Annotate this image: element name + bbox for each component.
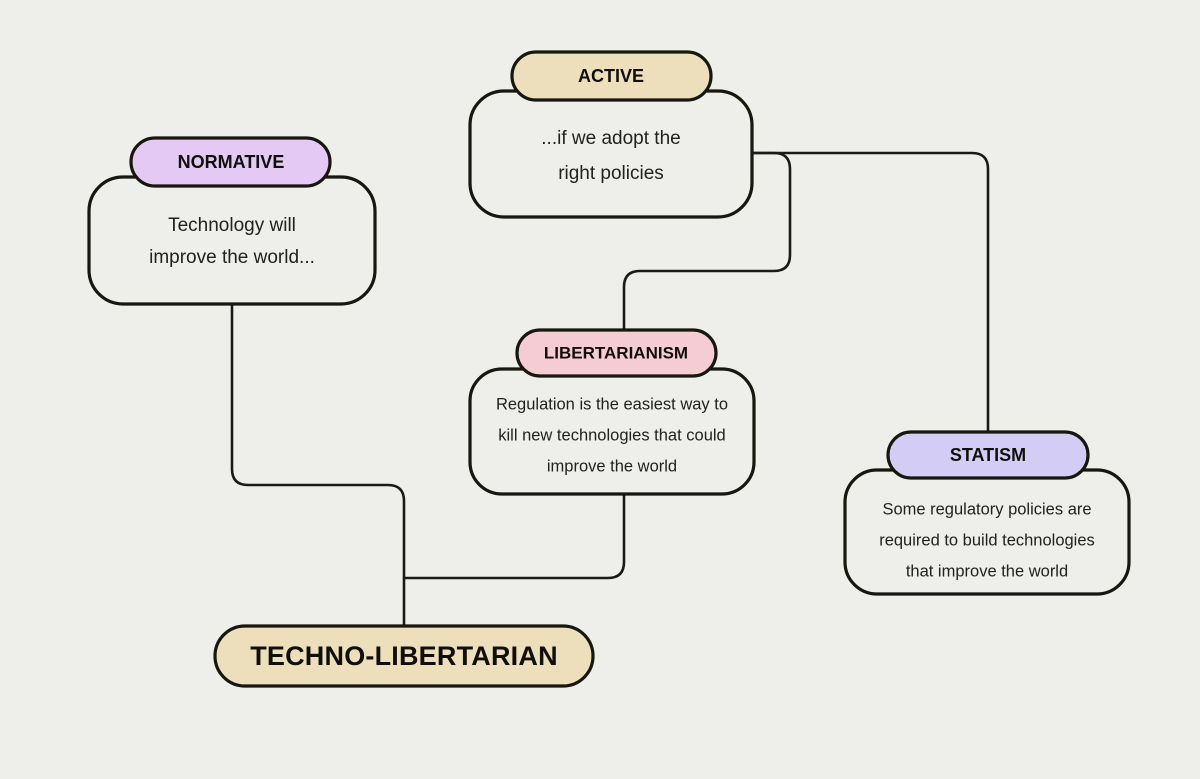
active-pill-label: ACTIVE (578, 66, 644, 86)
connector-libertarianism-to-root (402, 492, 626, 580)
libertarianism-body-line-2: kill new technologies that could (498, 426, 725, 444)
connector-layer (230, 151, 990, 628)
libertarianism-pill-label: LIBERTARIANISM (544, 343, 688, 362)
statism-body-line-3: that improve the world (906, 562, 1068, 580)
normative-body (87, 175, 377, 306)
root-pill[interactable] (213, 624, 595, 688)
statism-pill[interactable] (886, 430, 1090, 480)
normative-pill-label: NORMATIVE (178, 152, 285, 172)
node-statism[interactable]: Some regulatory policies are required to… (843, 430, 1131, 596)
normative-body-line-1: Technology will (168, 215, 296, 236)
libertarianism-body-line-3: improve the world (547, 457, 677, 475)
active-pill[interactable] (510, 50, 713, 102)
node-normative[interactable]: Technology will improve the world... NOR… (87, 136, 377, 306)
libertarianism-body-line-1: Regulation is the easiest way to (496, 395, 728, 413)
active-body-line-2: right policies (558, 163, 664, 184)
normative-pill[interactable] (129, 136, 332, 188)
connector-normative-to-root (230, 302, 406, 628)
connector-active-to-statism (750, 151, 990, 434)
root-label: TECHNO-LIBERTARIAN (250, 641, 558, 671)
connector-active-to-libertarianism (622, 151, 792, 332)
statism-body-line-1: Some regulatory policies are (882, 500, 1091, 518)
node-active[interactable]: ...if we adopt the right policies ACTIVE (468, 50, 754, 219)
node-techno-libertarian[interactable]: TECHNO-LIBERTARIAN (213, 624, 595, 688)
libertarianism-pill[interactable] (515, 328, 718, 378)
statism-pill-label: STATISM (950, 445, 1026, 465)
normative-body-line-2: improve the world... (149, 247, 315, 268)
active-body (468, 89, 754, 219)
active-body-line-1: ...if we adopt the (541, 128, 680, 149)
node-libertarianism[interactable]: Regulation is the easiest way to kill ne… (468, 328, 756, 496)
statism-body-line-2: required to build technologies (879, 531, 1095, 549)
